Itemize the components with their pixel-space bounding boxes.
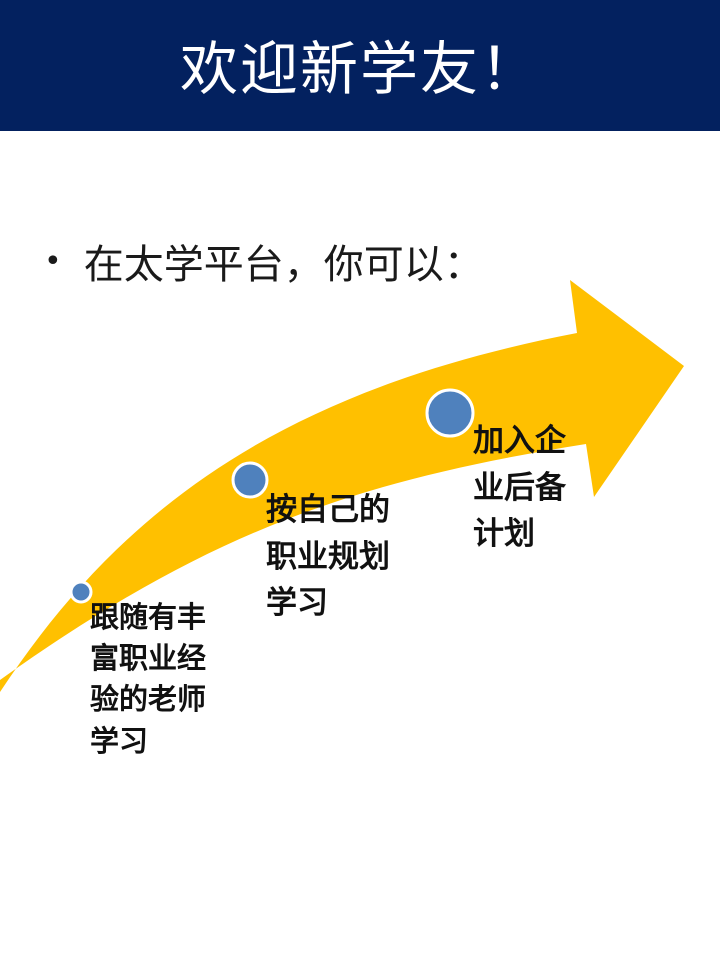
intro-text: 在太学平台，你可以： (83, 242, 484, 288)
step-node-2 (231, 461, 269, 499)
curved-arrow-shape (0, 280, 684, 692)
step-node-3 (425, 388, 475, 438)
step-node-1 (69, 580, 93, 604)
intro-bullet: • 在太学平台，你可以： (44, 232, 484, 290)
header-bar: 欢迎新学友！ (0, 0, 720, 131)
step-label-1: 跟随有丰 富职业经 验的老师 学习 (90, 600, 207, 758)
page-title: 欢迎新学友！ (179, 34, 540, 103)
step-label-2: 按自己的 职业规划 学习 (266, 492, 390, 621)
step-label-3: 加入企 业后备 计划 (473, 423, 566, 552)
bullet-icon: • (44, 243, 62, 279)
